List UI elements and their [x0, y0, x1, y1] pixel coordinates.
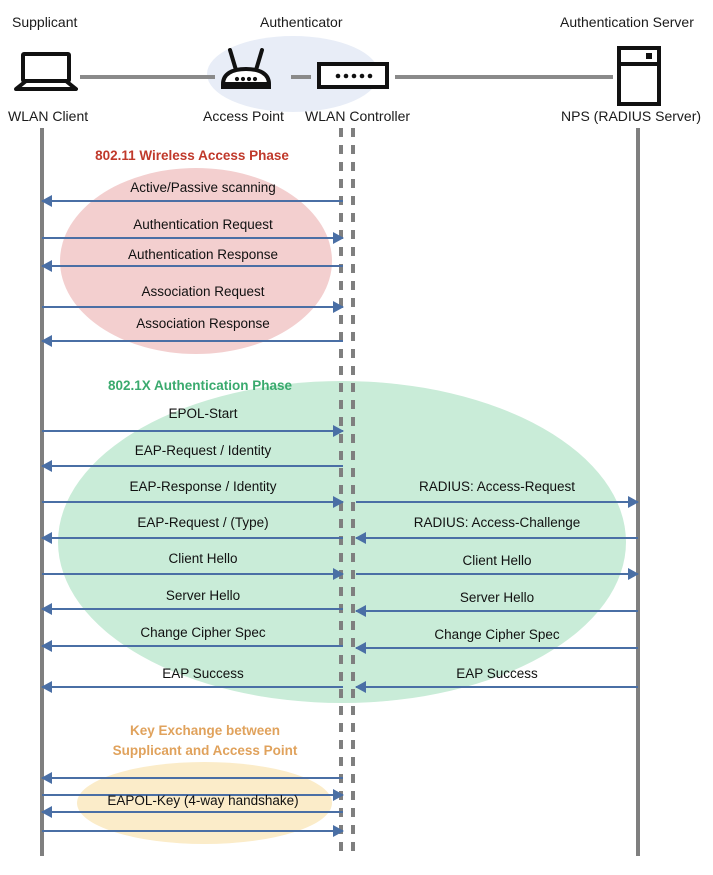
- lifeline-wlan-controller: [351, 128, 355, 856]
- message-arrow: [42, 789, 344, 801]
- arrowhead-left-icon: [41, 460, 52, 472]
- message-arrow: [355, 532, 638, 544]
- arrowhead-right-icon: [333, 301, 344, 313]
- phase-ellipse-802-11: [60, 168, 332, 354]
- message-arrow: [41, 640, 343, 652]
- lifeline-access-point: [339, 128, 343, 856]
- message-label: EPOL-Start: [168, 406, 238, 421]
- lifeline-auth-server: [636, 128, 640, 856]
- link-ap-to-controller: [291, 75, 311, 79]
- message-arrow: [355, 681, 638, 693]
- message-arrow: [41, 335, 343, 347]
- link-controller-to-server: [395, 75, 613, 79]
- message-label: Client Hello: [462, 553, 532, 568]
- message-label: EAP-Request / Identity: [134, 443, 272, 458]
- message-arrow: [42, 232, 344, 244]
- phase-title-802-11: 802.11 Wireless Access Phase: [95, 148, 289, 163]
- message-arrow: [41, 195, 343, 207]
- arrowhead-left-icon: [41, 772, 52, 784]
- role-title-authentication-server: Authentication Server: [560, 14, 694, 30]
- arrowhead-right-icon: [333, 496, 344, 508]
- node-label-access-point: Access Point: [203, 108, 284, 124]
- message-arrow: [355, 605, 638, 617]
- wireless-router-icon: [215, 48, 277, 92]
- arrowhead-left-icon: [355, 605, 366, 617]
- arrowhead-left-icon: [41, 335, 52, 347]
- message-arrow: [356, 496, 639, 508]
- message-label: Change Cipher Spec: [434, 627, 560, 642]
- arrowhead-left-icon: [355, 681, 366, 693]
- role-title-supplicant: Supplicant: [12, 14, 78, 30]
- arrowhead-right-icon: [333, 568, 344, 580]
- message-label: Change Cipher Spec: [140, 625, 266, 640]
- message-arrow: [41, 681, 343, 693]
- arrowhead-left-icon: [355, 532, 366, 544]
- message-arrow: [42, 496, 344, 508]
- message-label: EAPOL-Key (4-way handshake): [107, 793, 299, 808]
- message-arrow: [41, 260, 343, 272]
- message-label: RADIUS: Access-Challenge: [413, 515, 581, 530]
- message-label: Association Response: [136, 316, 270, 331]
- message-arrow: [356, 568, 639, 580]
- arrowhead-left-icon: [355, 642, 366, 654]
- arrowhead-right-icon: [628, 496, 639, 508]
- message-label: Client Hello: [168, 551, 238, 566]
- message-arrow: [42, 301, 344, 313]
- arrowhead-left-icon: [41, 532, 52, 544]
- arrowhead-left-icon: [41, 260, 52, 272]
- link-client-to-ap: [80, 75, 215, 79]
- message-label: Authentication Request: [133, 217, 273, 232]
- message-arrow: [42, 425, 344, 437]
- arrowhead-left-icon: [41, 195, 52, 207]
- message-arrow: [41, 772, 343, 784]
- network-switch-icon: [317, 62, 389, 89]
- message-arrow: [355, 642, 638, 654]
- node-label-wlan-client: WLAN Client: [8, 108, 89, 124]
- message-arrow: [41, 532, 343, 544]
- arrowhead-right-icon: [333, 789, 344, 801]
- server-rack-icon: [617, 46, 661, 106]
- message-label: EAP Success: [162, 666, 244, 681]
- lifeline-supplicant: [40, 128, 44, 856]
- message-arrow: [42, 825, 344, 837]
- arrowhead-right-icon: [333, 825, 344, 837]
- message-label: EAP Success: [456, 666, 538, 681]
- phase-title-key-exchange: Key Exchange between Supplicant and Acce…: [112, 723, 298, 758]
- arrowhead-right-icon: [333, 232, 344, 244]
- arrowhead-right-icon: [628, 568, 639, 580]
- role-title-authenticator: Authenticator: [260, 14, 343, 30]
- message-arrow: [41, 603, 343, 615]
- arrowhead-left-icon: [41, 806, 52, 818]
- message-arrow: [41, 460, 343, 472]
- message-label: EAP-Response / Identity: [129, 479, 277, 494]
- arrowhead-right-icon: [333, 425, 344, 437]
- phase-title-802-1x: 802.1X Authentication Phase: [107, 378, 293, 393]
- message-label: Association Request: [141, 284, 265, 299]
- arrowhead-left-icon: [41, 603, 52, 615]
- message-label: Active/Passive scanning: [130, 180, 276, 195]
- message-arrow: [41, 806, 343, 818]
- message-label: Authentication Response: [127, 247, 279, 262]
- message-label: Server Hello: [165, 588, 241, 603]
- node-label-nps-radius-server: NPS (RADIUS Server): [561, 108, 702, 124]
- message-label: EAP-Request / (Type): [137, 515, 269, 530]
- message-label: Server Hello: [459, 590, 535, 605]
- message-label: RADIUS: Access-Request: [418, 479, 576, 494]
- arrowhead-left-icon: [41, 640, 52, 652]
- arrowhead-left-icon: [41, 681, 52, 693]
- node-label-wlan-controller: WLAN Controller: [305, 108, 411, 124]
- message-arrow: [42, 568, 344, 580]
- laptop-icon: [14, 52, 78, 92]
